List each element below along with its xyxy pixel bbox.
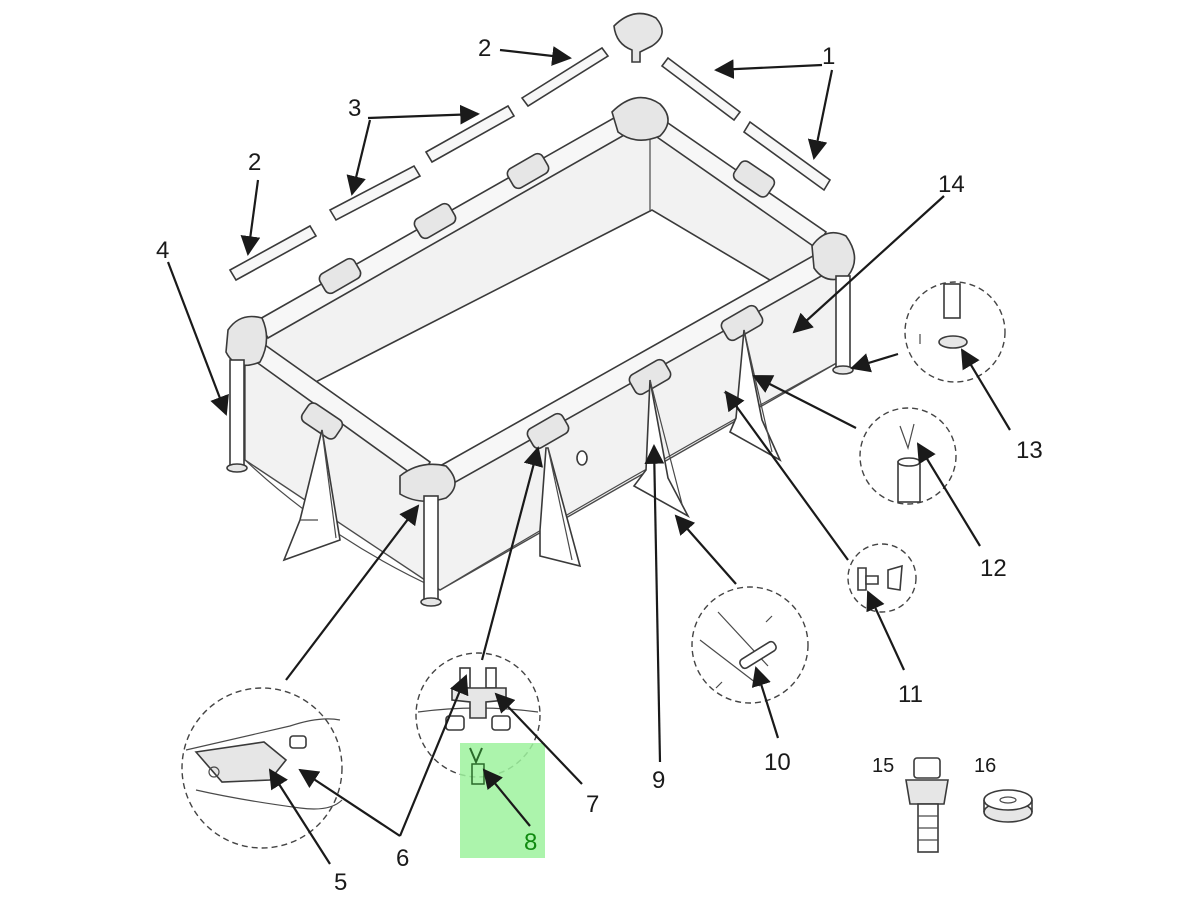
corner-connectors — [225, 96, 856, 502]
label-part-2-lower: 2 — [248, 149, 261, 176]
label-part-12: 12 — [980, 555, 1007, 582]
detail-circle-10 — [691, 586, 809, 704]
label-part-10: 10 — [764, 749, 791, 776]
label-part-5: 5 — [334, 869, 347, 896]
detail-circle-5-6 — [181, 687, 343, 849]
label-part-4: 4 — [156, 237, 169, 264]
label-part-11: 11 — [898, 681, 923, 708]
label-part-3: 3 — [348, 95, 361, 122]
label-part-8: 8 — [524, 829, 537, 856]
leader-arrows — [166, 46, 1011, 865]
part-15-drain-plug — [905, 757, 949, 853]
part-labels: 1 2 3 2 4 14 13 12 11 10 9 7 8 6 5 15 16 — [156, 35, 1043, 896]
label-part-6: 6 — [396, 845, 409, 872]
label-part-14: 14 — [938, 171, 965, 198]
label-part-1: 1 — [822, 43, 835, 70]
detail-circle-13 — [904, 281, 1006, 383]
label-part-9: 9 — [652, 767, 665, 794]
part-16-cap — [983, 789, 1033, 823]
detail-circle-12 — [859, 407, 957, 505]
label-part-7: 7 — [586, 791, 599, 818]
highlight-part-8 — [460, 743, 545, 858]
label-part-16: 16 — [974, 755, 996, 777]
loose-pipes — [228, 12, 832, 282]
label-part-15: 15 — [872, 755, 894, 777]
rail-joints — [300, 152, 776, 450]
detail-circle-11 — [847, 543, 917, 613]
corner-legs — [226, 275, 854, 607]
label-part-13: 13 — [1016, 437, 1043, 464]
label-part-2-upper: 2 — [478, 35, 491, 62]
